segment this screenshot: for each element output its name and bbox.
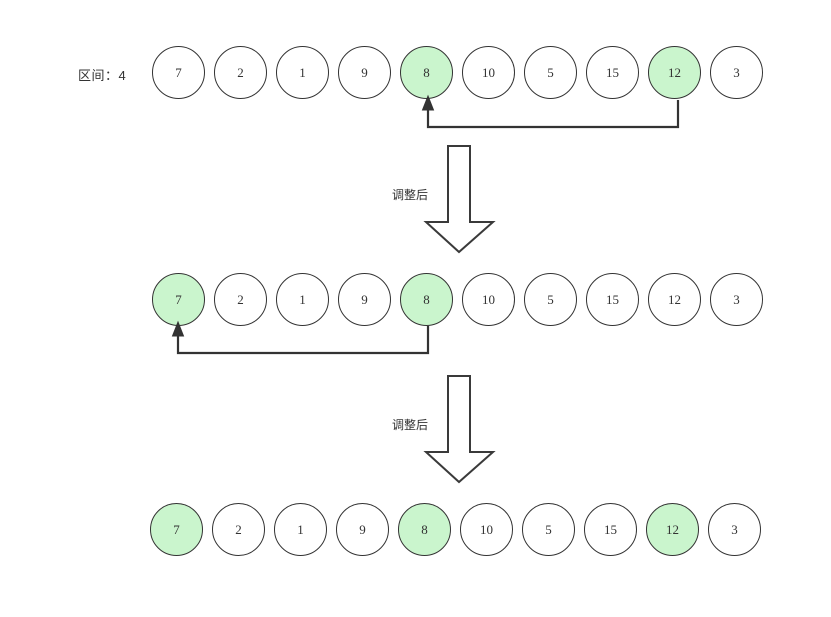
transition-label-2: 调整后 xyxy=(392,418,429,432)
array-node[interactable]: 9 xyxy=(338,46,391,99)
array-node[interactable]: 15 xyxy=(586,46,639,99)
array-node[interactable]: 9 xyxy=(338,273,391,326)
array-node[interactable]: 5 xyxy=(524,46,577,99)
array-node[interactable]: 7 xyxy=(150,503,203,556)
array-node[interactable]: 10 xyxy=(462,46,515,99)
array-node[interactable]: 15 xyxy=(586,273,639,326)
array-node[interactable]: 3 xyxy=(708,503,761,556)
array-node[interactable]: 1 xyxy=(274,503,327,556)
array-node[interactable]: 7 xyxy=(152,273,205,326)
array-node[interactable]: 3 xyxy=(710,46,763,99)
transition-label-1: 调整后 xyxy=(392,188,429,202)
array-node[interactable]: 8 xyxy=(400,46,453,99)
array-node[interactable]: 10 xyxy=(460,503,513,556)
array-node[interactable]: 5 xyxy=(524,273,577,326)
array-node[interactable]: 10 xyxy=(462,273,515,326)
array-node[interactable]: 8 xyxy=(398,503,451,556)
array-node[interactable]: 2 xyxy=(212,503,265,556)
transition-arrow-2 xyxy=(423,375,496,484)
array-node[interactable]: 1 xyxy=(276,273,329,326)
array-node[interactable]: 1 xyxy=(276,46,329,99)
swap-arrow-row2 xyxy=(171,320,430,355)
array-node[interactable]: 8 xyxy=(400,273,453,326)
array-node[interactable]: 9 xyxy=(336,503,389,556)
swap-arrow-row1 xyxy=(421,94,680,129)
array-node[interactable]: 12 xyxy=(648,46,701,99)
array-node[interactable]: 15 xyxy=(584,503,637,556)
array-node[interactable]: 3 xyxy=(710,273,763,326)
array-node[interactable]: 2 xyxy=(214,46,267,99)
array-node[interactable]: 5 xyxy=(522,503,575,556)
transition-arrow-1 xyxy=(423,145,496,254)
array-node[interactable]: 12 xyxy=(646,503,699,556)
interval-label: 区间：4 xyxy=(78,68,127,83)
array-node[interactable]: 12 xyxy=(648,273,701,326)
array-node[interactable]: 7 xyxy=(152,46,205,99)
array-node[interactable]: 2 xyxy=(214,273,267,326)
